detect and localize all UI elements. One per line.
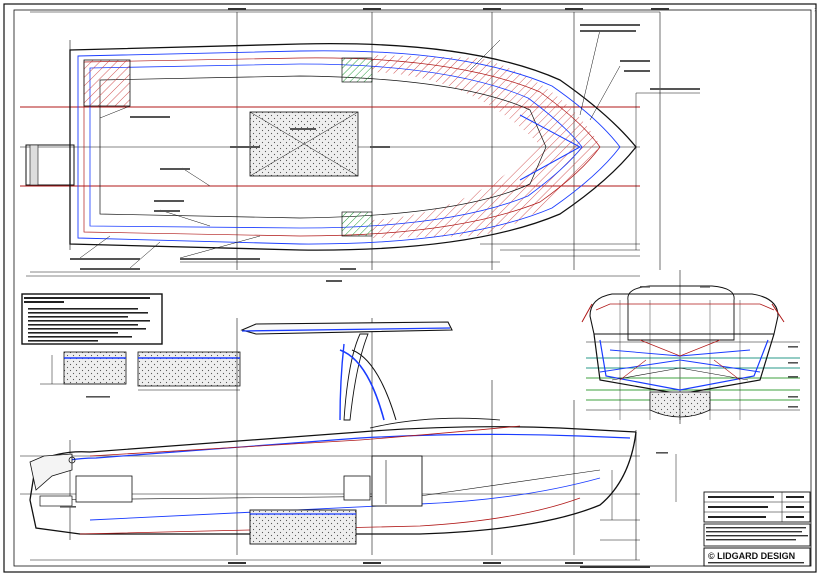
- fuel-tank: [249, 509, 357, 545]
- notes-box: [21, 293, 163, 345]
- plan-view: [20, 8, 700, 282]
- corner-tick-icon: ›: [814, 5, 817, 14]
- outer-border: [3, 3, 817, 573]
- stern-hatch-box: [83, 59, 131, 107]
- body-plan-view: [581, 270, 800, 424]
- tank-detail-sections: [40, 351, 241, 398]
- inner-border: [13, 9, 812, 567]
- profile-view: [20, 318, 677, 568]
- company-name: © LIDGARD DESIGN: [708, 551, 795, 561]
- title-block: © LIDGARD DESIGN: [703, 491, 811, 567]
- seat-box-port: [341, 57, 373, 83]
- seat-box-starboard: [341, 211, 373, 237]
